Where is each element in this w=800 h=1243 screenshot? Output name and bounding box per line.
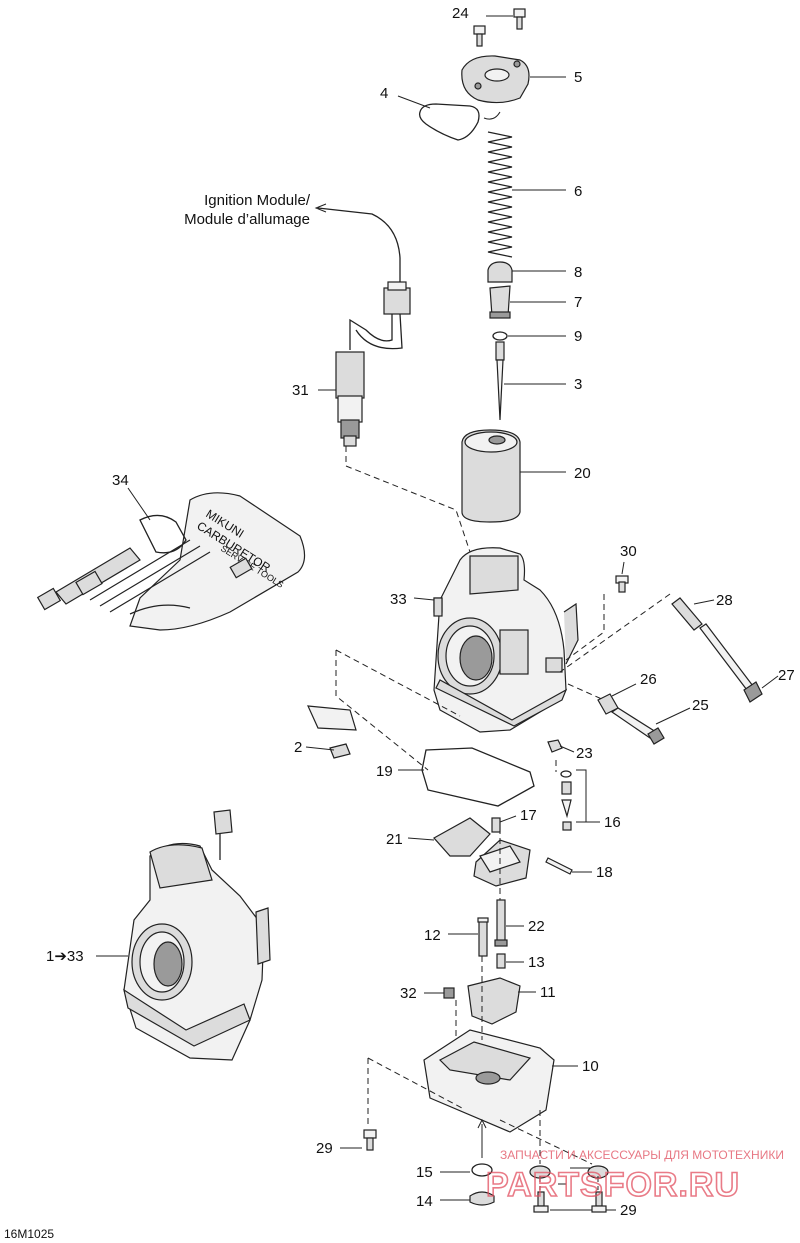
callout-5: 5 (574, 69, 582, 86)
part-34-tool-kit: MIKUNI CARBURETOR SERVICE TOOLS (36, 492, 306, 631)
callout-16: 16 (604, 814, 621, 831)
callout-4: 4 (380, 85, 388, 102)
carburetor-assembly (123, 809, 271, 1061)
callout-22: 22 (528, 918, 545, 935)
callout-19: 19 (376, 763, 393, 780)
callout-29-right: 29 (620, 1202, 637, 1219)
leader-lines (96, 76, 779, 1211)
part-10-float-bowl (423, 1029, 555, 1133)
part-20-throttle-slide (461, 429, 521, 523)
part-17-screw (491, 817, 501, 833)
callout-17: 17 (520, 807, 537, 824)
part-5-top-cap (461, 55, 530, 104)
part-6-spring (487, 131, 513, 258)
part-23-nut (547, 739, 563, 753)
callout-6: 6 (574, 183, 582, 200)
callout-15: 15 (416, 1164, 433, 1181)
part-32-plug (443, 987, 455, 999)
dashed-alignment-lines (335, 446, 671, 1190)
callout-1-33: 1➔33 (46, 948, 84, 965)
part-24-screws (473, 8, 526, 47)
part-8-cap (487, 261, 513, 283)
callout-25: 25 (692, 697, 709, 714)
part-33-stud (433, 597, 443, 617)
watermark-logo: PARTSFOR.RU (486, 1166, 740, 1204)
callout-3: 3 (574, 376, 582, 393)
part-7-needle-holder (489, 285, 511, 319)
carburetor-body (433, 547, 579, 733)
callout-30: 30 (620, 543, 637, 560)
callout-9: 9 (574, 328, 582, 345)
part-21-float (433, 817, 531, 887)
part-12-22-jets (477, 899, 508, 957)
callout-28: 28 (716, 592, 733, 609)
watermark-top-text: ЗАПЧАСТИ И АКСЕССУАРЫ ДЛЯ МОТОТЕХНИКИ (500, 1148, 784, 1162)
callout-12: 12 (424, 927, 441, 944)
callout-26: 26 (640, 671, 657, 688)
part-29-screw-left (363, 1129, 377, 1151)
callout-14: 14 (416, 1193, 433, 1210)
callout-7: 7 (574, 294, 582, 311)
part-13-jet (496, 953, 506, 969)
callout-24: 24 (452, 5, 469, 22)
callout-labels: 24 5 4 6 8 7 9 3 31 20 34 30 33 28 27 26… (46, 5, 795, 1219)
part-14-plug (469, 1191, 495, 1206)
callout-23: 23 (576, 745, 593, 762)
callout-11: 11 (540, 984, 556, 1001)
part-9-clip (492, 331, 508, 341)
watermark: ЗАПЧАСТИ И АКСЕССУАРЫ ДЛЯ МОТОТЕХНИКИ PA… (485, 1148, 784, 1205)
callout-31: 31 (292, 382, 309, 399)
part-19-gasket (421, 747, 535, 807)
callout-2: 2 (294, 739, 302, 756)
part-4-gasket (418, 103, 480, 141)
part-11-float (467, 977, 521, 1025)
ignition-module-caption-line1: Ignition Module/ (204, 192, 311, 209)
part-2-bracket (307, 705, 357, 759)
callout-18: 18 (596, 864, 613, 881)
part-3-jet-needle (495, 341, 505, 421)
callout-21: 21 (386, 831, 403, 848)
callout-33: 33 (390, 591, 407, 608)
part-bowl-screws (529, 1165, 609, 1213)
callout-20: 20 (574, 465, 591, 482)
part-31-sensor (314, 203, 411, 447)
part-16-needle-valve (560, 770, 572, 831)
callout-13: 13 (528, 954, 545, 971)
part-15-o-ring (471, 1163, 493, 1177)
part-28-27-screw (671, 597, 763, 703)
ignition-module-caption-line2: Module d’allumage (184, 211, 310, 228)
part-30-screw (615, 575, 629, 593)
callout-27: 27 (778, 667, 795, 684)
part-18-pin (545, 857, 573, 875)
diagram-code: 16M1025 (4, 1227, 54, 1241)
callout-10: 10 (582, 1058, 599, 1075)
callout-8: 8 (574, 264, 582, 281)
part-26-25-screw (597, 693, 665, 745)
callout-32: 32 (400, 985, 417, 1002)
callout-29-left: 29 (316, 1140, 333, 1157)
callout-34: 34 (112, 472, 129, 489)
